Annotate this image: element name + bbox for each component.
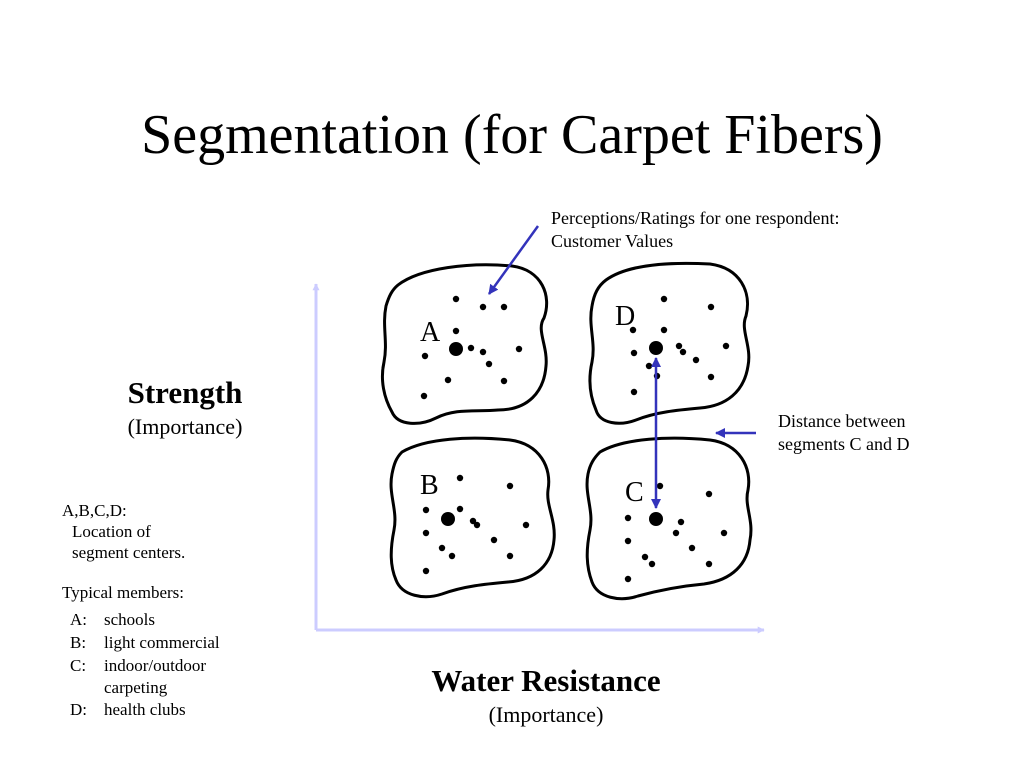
segment-b-member-dots — [422, 474, 530, 575]
member-dot — [675, 342, 683, 350]
respondent-annotation-line2: Customer Values — [551, 231, 674, 251]
member-dot — [522, 521, 530, 529]
members-heading: Typical members: — [62, 583, 185, 602]
segment-c-center — [649, 512, 663, 526]
segment-d-center — [649, 341, 663, 355]
y-axis-label: Strength (Importance) — [90, 374, 280, 442]
member-dot — [456, 505, 464, 513]
member-dot — [473, 521, 481, 529]
member-dot — [515, 345, 523, 353]
member-dot — [448, 552, 456, 560]
segment-d-member-dots — [629, 295, 730, 396]
segment-c-outline — [585, 436, 753, 601]
member-dot — [688, 544, 696, 552]
page-title: Segmentation (for Carpet Fibers) — [141, 104, 883, 166]
member-dot — [490, 536, 498, 544]
member-dot — [677, 518, 685, 526]
centers-line1: Location of — [72, 522, 151, 541]
x-axis-subtitle: (Importance) — [488, 702, 604, 727]
member-dot — [630, 349, 638, 357]
segment-d-outline — [588, 261, 751, 425]
x-axis-title: Water Resistance — [431, 663, 661, 698]
member-value: indoor/outdoor carpeting — [104, 656, 206, 697]
member-dot — [672, 529, 680, 537]
member-dot — [444, 376, 452, 384]
segment-c-label: C — [625, 477, 644, 508]
segment-a-center — [449, 342, 463, 356]
segment-c-member-dots — [624, 482, 728, 583]
segment-a-member-dots — [420, 295, 523, 400]
member-dot — [660, 295, 668, 303]
member-dot — [500, 377, 508, 385]
distance-annotation-line1: Distance between — [778, 411, 906, 431]
member-dot — [422, 567, 430, 575]
member-key: A: — [70, 610, 87, 629]
member-dot — [624, 575, 632, 583]
member-dot — [422, 529, 430, 537]
member-dot — [452, 327, 460, 335]
distance-annotation-line2: segments C and D — [778, 434, 910, 454]
member-value: health clubs — [104, 700, 186, 719]
member-dot — [720, 529, 728, 537]
member-dot — [421, 352, 429, 360]
member-dot — [485, 360, 493, 368]
y-axis-subtitle: (Importance) — [127, 414, 243, 439]
x-axis-label: Water Resistance (Importance) — [400, 662, 692, 730]
segment-a-label: A — [420, 317, 441, 348]
member-dot — [438, 544, 446, 552]
member-dot — [422, 506, 430, 514]
member-dot — [506, 552, 514, 560]
segment-b-label: B — [420, 470, 439, 501]
segment-c: C — [585, 436, 753, 601]
member-dot — [641, 553, 649, 561]
segment-a-outline — [380, 263, 549, 425]
member-dot — [645, 362, 653, 370]
segment-b-outline — [389, 436, 556, 599]
member-dot — [500, 303, 508, 311]
respondent-annotation-line1: Perceptions/Ratings for one respondent: — [551, 208, 840, 228]
member-dot — [479, 348, 487, 356]
member-dot — [722, 342, 730, 350]
y-axis-title: Strength — [127, 375, 243, 410]
member-dot — [656, 482, 664, 490]
member-dot — [629, 326, 637, 334]
member-key: C: — [70, 656, 87, 675]
member-dot — [420, 392, 428, 400]
member-dot — [679, 348, 687, 356]
member-dot — [648, 560, 656, 568]
member-dot — [705, 560, 713, 568]
member-dot — [630, 388, 638, 396]
member-value: schools — [104, 610, 155, 629]
respondent-pointer-arrow — [487, 225, 540, 295]
member-dot — [467, 344, 475, 352]
member-key: D: — [70, 700, 87, 719]
member-dot — [469, 517, 477, 525]
member-dot — [707, 303, 715, 311]
segment-a: A — [380, 263, 549, 425]
member-dot — [624, 514, 632, 522]
segment-d: D — [588, 261, 751, 425]
member-dot — [479, 303, 487, 311]
member-key: B: — [70, 633, 87, 652]
centers-heading: A,B,C,D: — [62, 501, 127, 520]
member-dot — [506, 482, 514, 490]
member-dot — [692, 356, 700, 364]
member-dot — [456, 474, 464, 482]
member-dot — [660, 326, 668, 334]
member-dot — [624, 537, 632, 545]
member-value: light commercial — [104, 633, 220, 652]
segment-b: B — [389, 436, 556, 599]
centers-line2: segment centers. — [72, 543, 186, 562]
member-dot — [707, 373, 715, 381]
member-dot — [705, 490, 713, 498]
member-dot — [452, 295, 460, 303]
segment-b-center — [441, 512, 455, 526]
segment-d-label: D — [615, 301, 635, 332]
